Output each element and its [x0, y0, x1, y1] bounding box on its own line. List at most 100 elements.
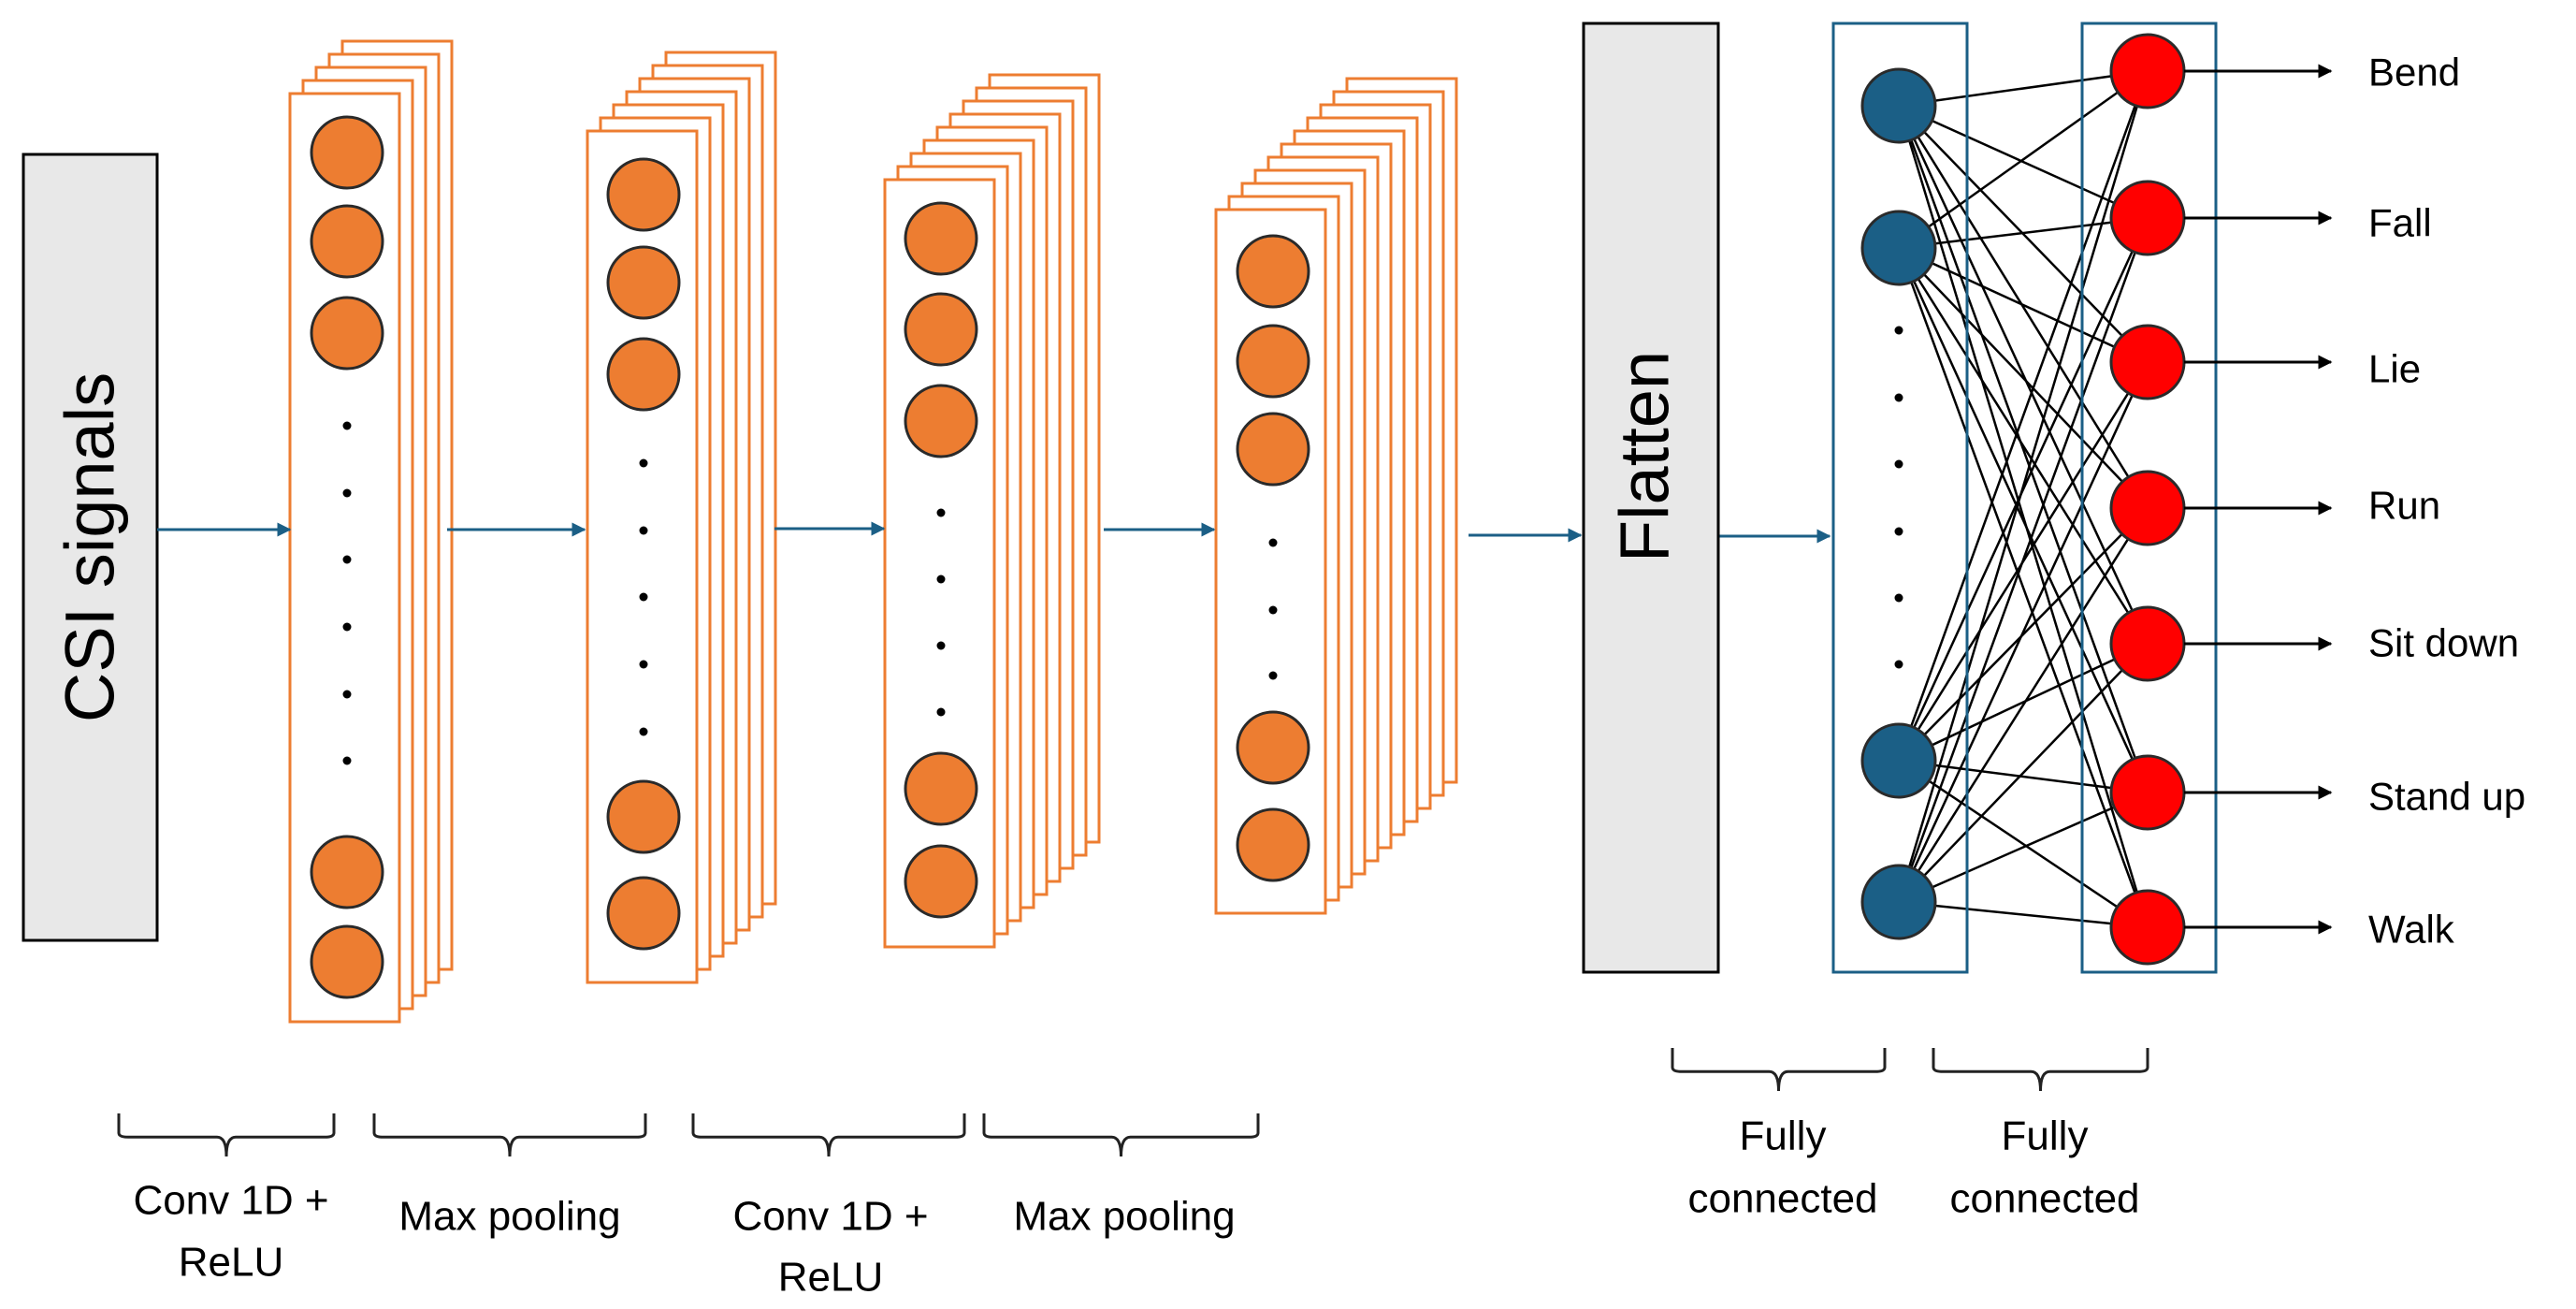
conv1-ellipsis-dot [342, 690, 352, 699]
hidden-ellipsis-dot [1894, 593, 1903, 603]
conv1-caption-line: Conv 1D + [133, 1178, 328, 1224]
output-label-fall: Fall [2368, 201, 2432, 245]
pool2-caption-line: Max pooling [1013, 1194, 1235, 1240]
conv1-brace [117, 1113, 336, 1157]
conv2-caption-line: ReLU [778, 1255, 884, 1301]
fc-connection-line [1897, 217, 2149, 903]
fc-connection-line [1898, 246, 2149, 364]
conv2-ellipsis-dot [936, 641, 946, 650]
fc-connection-line [1897, 105, 2149, 793]
conv2-stack [883, 73, 1101, 949]
pool2-feature-map [1214, 208, 1327, 915]
output-neuron [2109, 889, 2186, 966]
conv2-ellipsis-dot [936, 707, 946, 717]
fc1-caption-line: connected [1687, 1176, 1877, 1222]
pool1-neuron [606, 157, 681, 232]
output-label-sit-down: Sit down [2368, 621, 2519, 665]
input-label: CSI signals [51, 372, 129, 722]
pool2-brace [982, 1113, 1260, 1157]
fc-connection-line [1897, 105, 2149, 928]
output-label-stand-up: Stand up [2368, 775, 2525, 819]
fc-connection-line [1897, 70, 2149, 903]
fc2-caption-line: Fully [2002, 1113, 2089, 1159]
conv2-neuron [904, 844, 978, 919]
output-neuron [2109, 605, 2186, 682]
pool2-neuron [1236, 234, 1310, 309]
hidden-neuron [1860, 864, 1937, 940]
conv1-neuron [310, 204, 384, 279]
hidden-neuron [1860, 67, 1937, 144]
pool2-neuron [1236, 807, 1310, 882]
output-neuron [2109, 324, 2186, 400]
conv1-neuron [310, 115, 384, 190]
pool1-ellipsis-dot [639, 526, 648, 535]
pool2-ellipsis-dot [1268, 538, 1278, 547]
fc2-caption-line: connected [1949, 1176, 2139, 1222]
fc-connection-line [1898, 791, 2149, 904]
fc-connection-line [1897, 247, 2149, 793]
fc-connection-line [1898, 69, 2149, 250]
hidden-ellipsis-dot [1894, 393, 1903, 402]
fc-connection-line [1897, 247, 2149, 928]
fc1-caption-line: Fully [1740, 1113, 1827, 1159]
output-layer-box [2080, 22, 2218, 974]
hidden-layer-box [1831, 22, 1969, 974]
pool2-neuron [1236, 710, 1310, 785]
conv2-ellipsis-dot [936, 508, 946, 517]
fc-connection-line [1897, 70, 2149, 762]
hidden-neuron [1860, 722, 1937, 799]
conv2-caption-line: Conv 1D + [732, 1194, 928, 1240]
output-label-walk: Walk [2368, 908, 2455, 952]
pool2-neuron [1236, 324, 1310, 399]
conv1-ellipsis-dot [342, 488, 352, 498]
output-neuron [2109, 754, 2186, 831]
conv1-neuron [310, 835, 384, 909]
fc-connection-line [1897, 105, 2149, 509]
fc-connection-line [1897, 105, 2149, 645]
fc-connections [1897, 69, 2149, 929]
fc-connection-line [1898, 900, 2149, 929]
conv2-neuron [904, 384, 978, 458]
output-neuron [2109, 180, 2186, 256]
hidden-neuron [1860, 210, 1937, 286]
pool1-neuron [606, 245, 681, 320]
pool1-brace [372, 1113, 647, 1157]
output-label-bend: Bend [2368, 51, 2460, 95]
pool1-ellipsis-dot [639, 458, 648, 468]
conv1-ellipsis-dot [342, 421, 352, 430]
fc-nodes [1860, 33, 2186, 966]
feature-map-stacks [288, 39, 1458, 1024]
pool1-ellipsis-dot [639, 660, 648, 669]
conv1-caption-line: ReLU [179, 1240, 284, 1286]
fc-connection-line [1897, 507, 2149, 903]
input-block: CSI signals [22, 153, 159, 942]
pool2-neuron [1236, 412, 1310, 487]
hidden-ellipsis-dot [1894, 326, 1903, 335]
output-neuron [2109, 470, 2186, 546]
conv1-ellipsis-dot [342, 622, 352, 632]
flatten-label: Flatten [1606, 351, 1684, 562]
fc1-brace [1671, 1048, 1887, 1092]
conv1-stack [288, 39, 454, 1024]
pool2-ellipsis-dot [1268, 671, 1278, 680]
pool2-stack [1214, 77, 1458, 915]
pool1-ellipsis-dot [639, 727, 648, 736]
pool1-neuron [606, 876, 681, 951]
pool2-ellipsis-dot [1268, 605, 1278, 615]
conv2-neuron [904, 201, 978, 276]
conv2-brace [691, 1113, 966, 1157]
pool1-ellipsis-dot [639, 592, 648, 602]
flow-arrows [157, 521, 1831, 544]
pool1-neuron [606, 337, 681, 412]
fc-connection-line [1898, 643, 2149, 903]
hidden-ellipsis-dot [1894, 660, 1903, 669]
conv2-neuron [904, 751, 978, 826]
pool1-neuron [606, 779, 681, 854]
fc-connection-line [1898, 247, 2149, 509]
fc-connection-line [1898, 216, 2149, 250]
flatten-block: Flatten [1582, 22, 1720, 974]
conv2-neuron [904, 292, 978, 367]
